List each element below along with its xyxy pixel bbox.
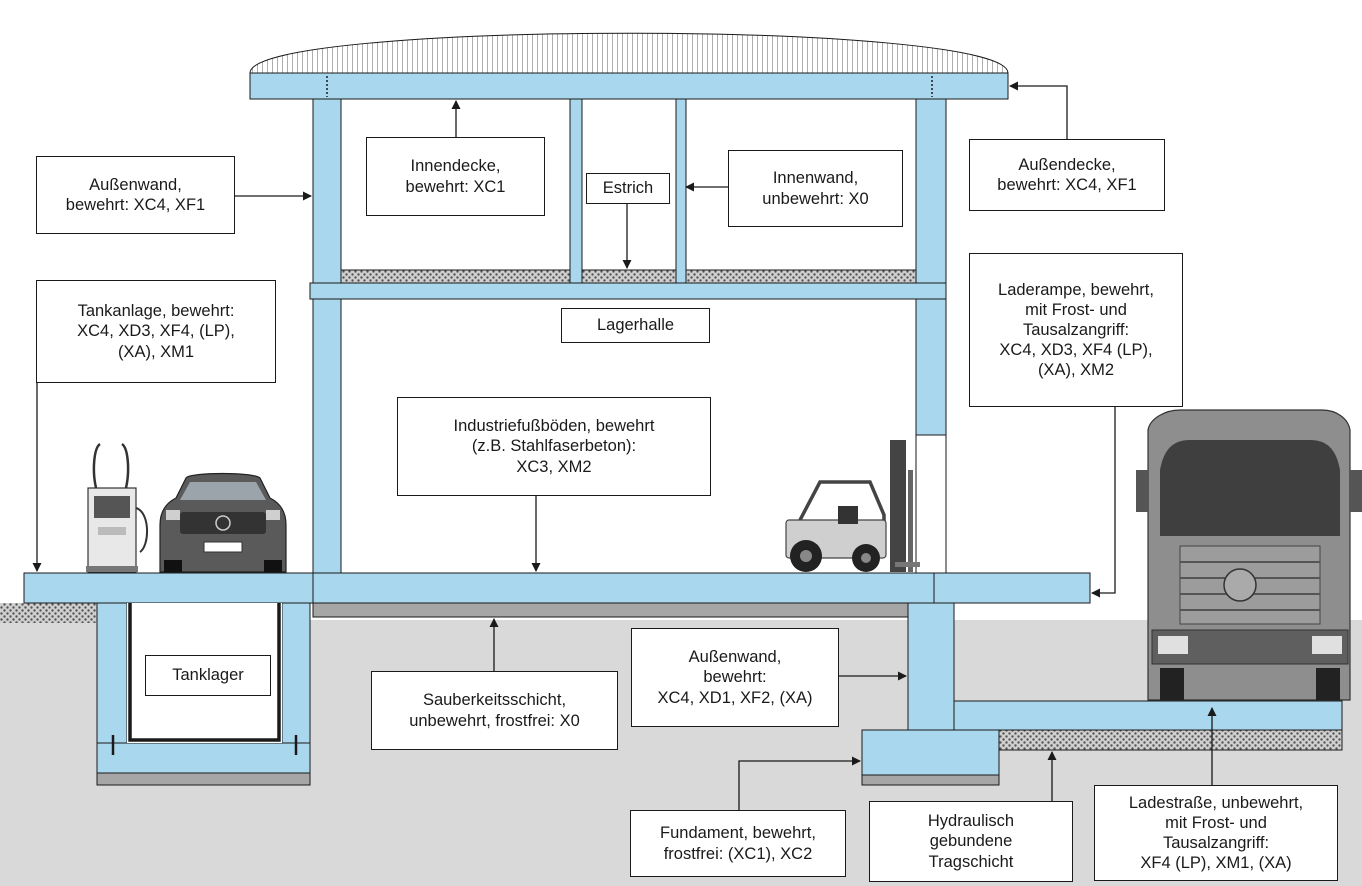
forklift-icon bbox=[785, 440, 920, 572]
fuel-pump-icon bbox=[86, 442, 148, 573]
label-inner-ceiling: Innendecke, bewehrt: XC1 bbox=[366, 137, 545, 216]
truck-icon bbox=[1136, 409, 1362, 701]
foundation bbox=[861, 729, 1000, 776]
foundation-clean-layer bbox=[861, 774, 1000, 786]
tank-slab bbox=[23, 572, 314, 604]
label-outer-wall-bottom: Außenwand, bewehrt: XC4, XD1, XF2, (XA) bbox=[631, 628, 839, 727]
clean-layer bbox=[312, 602, 909, 618]
screed-2 bbox=[581, 269, 677, 284]
label-clean-layer: Sauberkeitsschicht, unbewehrt, frostfrei… bbox=[371, 671, 618, 750]
loading-ramp-slab bbox=[933, 572, 1091, 604]
label-loading-ramp: Laderampe, bewehrt, mit Frost- und Tausa… bbox=[969, 253, 1183, 407]
screed-1 bbox=[340, 269, 571, 284]
left-wall bbox=[312, 98, 342, 574]
label-screed: Estrich bbox=[586, 173, 670, 204]
tank-clean-layer bbox=[96, 772, 311, 786]
label-loading-road: Ladestraße, unbewehrt, mit Frost- und Ta… bbox=[1094, 785, 1338, 881]
right-wall-lower bbox=[915, 434, 947, 574]
label-inner-wall: Innenwand, unbewehrt: X0 bbox=[728, 150, 903, 227]
right-wall-upper bbox=[915, 98, 947, 436]
label-industrial-floor: Industriefußböden, bewehrt (z.B. Stahlfa… bbox=[397, 397, 711, 496]
inner-wall-left bbox=[569, 98, 583, 284]
roof bbox=[249, 32, 1009, 74]
loading-road bbox=[953, 700, 1343, 731]
label-foundation: Fundament, bewehrt, frostfrei: (XC1), XC… bbox=[630, 810, 846, 877]
intermediate-slab bbox=[309, 282, 947, 300]
label-outer-wall-top: Außenwand, bewehrt: XC4, XF1 bbox=[36, 156, 235, 234]
screed-3 bbox=[685, 269, 917, 284]
label-outer-ceiling: Außendecke, bewehrt: XC4, XF1 bbox=[969, 139, 1165, 211]
car-icon bbox=[159, 472, 287, 573]
tank-bottom-slab bbox=[96, 742, 311, 774]
label-tank-storage: Tanklager bbox=[145, 655, 271, 696]
label-tank-facility: Tankanlage, bewehrt: XC4, XD3, XF4, (LP)… bbox=[36, 280, 276, 383]
base-course bbox=[998, 729, 1343, 751]
label-base-course: Hydraulisch gebundene Tragschicht bbox=[869, 801, 1073, 882]
tank-liner bbox=[128, 603, 281, 742]
inner-wall-right bbox=[675, 98, 687, 284]
basement-wall bbox=[907, 602, 955, 731]
hall-floor-slab bbox=[312, 572, 935, 604]
roof-slab bbox=[249, 72, 1009, 100]
ground-left-strip bbox=[0, 603, 100, 623]
label-warehouse: Lagerhalle bbox=[561, 308, 710, 343]
annotation-arrows bbox=[32, 81, 1217, 810]
